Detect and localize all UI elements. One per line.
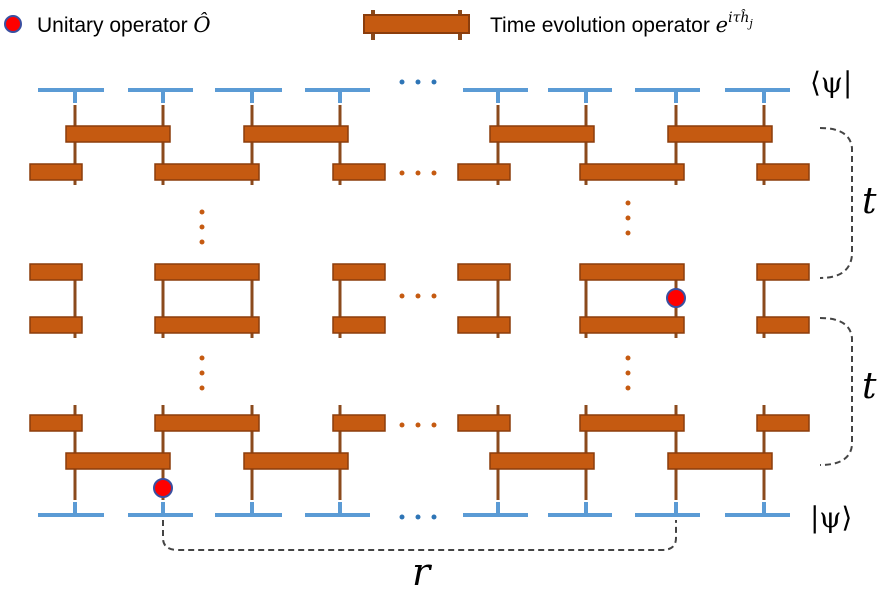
evolution-gate — [457, 414, 511, 432]
evolution-gate — [29, 414, 83, 432]
vertical-ellipsis-dot — [199, 239, 205, 245]
bra-label: ⟨ψ| — [810, 66, 852, 99]
gates — [29, 125, 810, 470]
evolution-gate — [332, 263, 386, 281]
evolution-gate — [579, 414, 685, 432]
wire-ellipsis-dot — [431, 514, 437, 520]
unitary-operator-bottom — [153, 478, 173, 498]
gate-ellipsis-dot — [415, 293, 421, 299]
time-bracket-lower — [819, 317, 853, 466]
gate-ellipsis-dot — [399, 422, 405, 428]
vertical-ellipsis-dot — [625, 370, 631, 376]
evolution-gate — [65, 125, 171, 143]
legend-unitary-operator-icon — [4, 15, 22, 33]
gate-ellipsis-dot — [399, 170, 405, 176]
time-bracket-upper — [819, 127, 853, 279]
evolution-gate — [243, 452, 349, 470]
evolution-gate — [756, 414, 810, 432]
wire-ellipsis-dot — [415, 79, 421, 85]
evolution-gate — [457, 163, 511, 181]
gate-ellipsis-dot — [415, 422, 421, 428]
evolution-gate — [29, 163, 83, 181]
ellipsis-dots — [199, 170, 631, 428]
evolution-gate — [332, 163, 386, 181]
evolution-gate — [65, 452, 171, 470]
vertical-ellipsis-dot — [625, 230, 631, 236]
evolution-gate — [332, 316, 386, 334]
evolution-gate — [154, 414, 260, 432]
evolution-gate — [667, 452, 773, 470]
legend-unitary-label: Unitary operator Ô — [37, 12, 211, 37]
vertical-ellipsis-dot — [199, 355, 205, 361]
evolution-gate — [29, 316, 83, 334]
gate-ellipsis-dot — [431, 422, 437, 428]
range-bracket — [162, 520, 677, 551]
range-label: r — [412, 550, 433, 594]
evolution-gate — [579, 263, 685, 281]
gate-ellipsis-dot — [431, 170, 437, 176]
wire-ellipsis-dot — [431, 79, 437, 85]
wires — [38, 79, 790, 520]
vertical-ellipsis-dot — [199, 370, 205, 376]
evolution-gate — [756, 316, 810, 334]
gate-ellipsis-dot — [431, 293, 437, 299]
evolution-gate — [489, 125, 595, 143]
evolution-gate — [154, 316, 260, 334]
legend-evolution-label: Time evolution operator eiτĥj — [490, 8, 753, 37]
ket-label: |ψ⟩ — [810, 501, 852, 534]
gate-ellipsis-dot — [399, 293, 405, 299]
evolution-gate — [667, 125, 773, 143]
evolution-gate — [29, 263, 83, 281]
vertical-ellipsis-dot — [199, 224, 205, 230]
vertical-ellipsis-dot — [625, 385, 631, 391]
evolution-gate — [154, 263, 260, 281]
wire-ellipsis-dot — [415, 514, 421, 520]
vertical-ellipsis-dot — [625, 215, 631, 221]
evolution-gate — [756, 263, 810, 281]
evolution-gate — [154, 163, 260, 181]
evolution-gate — [457, 316, 511, 334]
unitary-operator-top — [666, 288, 686, 308]
time-label-upper: t — [862, 181, 877, 222]
legend-evolution-gate-icon — [363, 10, 470, 40]
evolution-gate — [243, 125, 349, 143]
evolution-gate — [756, 163, 810, 181]
gate-ellipsis-dot — [415, 170, 421, 176]
evolution-gate — [332, 414, 386, 432]
vertical-ellipsis-dot — [199, 385, 205, 391]
legend: Unitary operator Ô Time evolution operat… — [4, 8, 753, 40]
evolution-gate — [489, 452, 595, 470]
vertical-ellipsis-dot — [625, 200, 631, 206]
evolution-gate — [579, 163, 685, 181]
time-label-lower: t — [862, 366, 877, 407]
vertical-ellipsis-dot — [625, 355, 631, 361]
wire-ellipsis-dot — [399, 514, 405, 520]
vertical-ellipsis-dot — [199, 209, 205, 215]
wire-ellipsis-dot — [399, 79, 405, 85]
evolution-gate — [457, 263, 511, 281]
evolution-gate — [579, 316, 685, 334]
